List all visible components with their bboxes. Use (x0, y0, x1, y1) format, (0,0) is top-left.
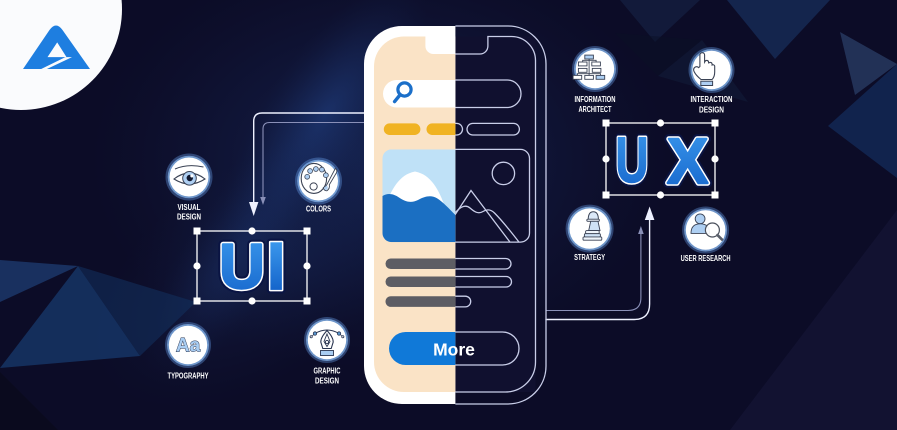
svg-text:DESIGN: DESIGN (315, 376, 339, 385)
svg-text:DESIGN: DESIGN (177, 213, 201, 222)
svg-text:GRAPHIC: GRAPHIC (314, 367, 341, 376)
svg-text:U: U (616, 124, 649, 196)
svg-text:STRATEGY: STRATEGY (574, 253, 606, 262)
svg-text:More: More (433, 340, 475, 360)
svg-text:TYPOGRAPHY: TYPOGRAPHY (168, 372, 210, 381)
svg-text:COLORS: COLORS (306, 205, 331, 214)
svg-text:DESIGN: DESIGN (699, 106, 724, 115)
svg-text:VISUAL: VISUAL (178, 203, 201, 212)
svg-text:U: U (219, 232, 265, 302)
svg-text:U: U (219, 232, 265, 302)
svg-text:U: U (616, 124, 649, 196)
svg-text:ARCHITECT: ARCHITECT (579, 105, 612, 114)
svg-text:INFORMATION: INFORMATION (575, 95, 616, 104)
svg-text:Aa: Aa (176, 336, 201, 357)
svg-text:X: X (667, 125, 708, 197)
svg-text:USER RESEARCH: USER RESEARCH (681, 254, 731, 263)
svg-text:U: U (219, 232, 265, 302)
svg-text:U: U (616, 124, 649, 196)
svg-text:INTERACTION: INTERACTION (691, 95, 733, 104)
svg-text:X: X (667, 125, 708, 197)
svg-text:X: X (667, 125, 708, 197)
